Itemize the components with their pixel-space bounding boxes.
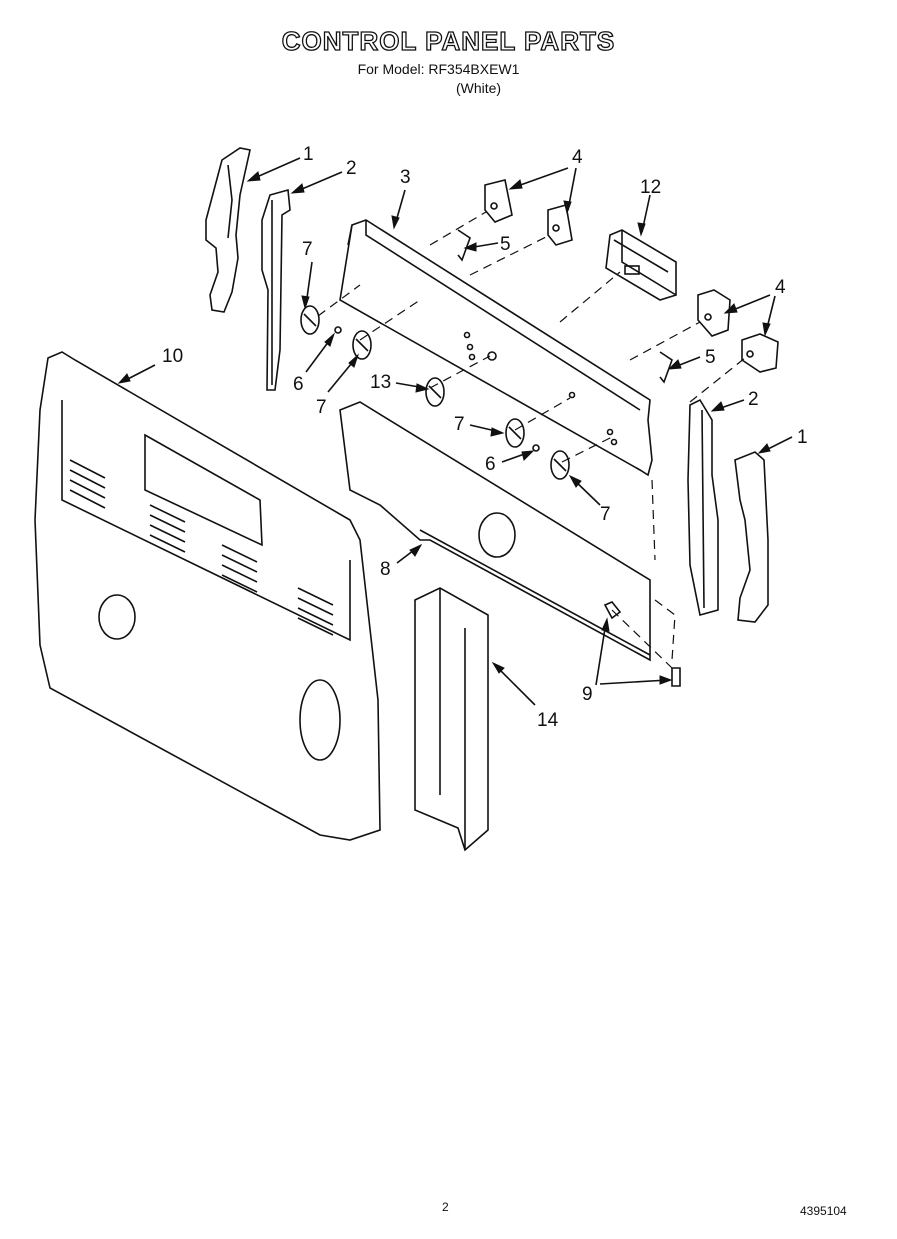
part-2-right-bracket <box>687 398 719 617</box>
callout-14: 14 <box>537 710 559 731</box>
part-13-knob <box>425 377 445 407</box>
part-2-left-bracket <box>261 188 291 391</box>
callout-2-left: 2 <box>346 158 357 179</box>
document-number: 4395104 <box>800 1204 847 1218</box>
callout-7-c: 7 <box>454 414 465 435</box>
callout-12: 12 <box>640 177 661 198</box>
model-line: For Model: RF354BXEW1 <box>357 61 520 77</box>
part-7-knob-a <box>300 305 320 335</box>
callout-5-a: 5 <box>500 234 511 255</box>
part-3-control-panel <box>339 219 653 477</box>
callout-4-c: 4 <box>775 277 786 298</box>
page-number: 2 <box>442 1200 449 1214</box>
callout-3: 3 <box>400 167 411 188</box>
part-4-switch-a <box>484 179 513 223</box>
callout-8: 8 <box>380 559 391 580</box>
part-7-knob-b <box>352 330 372 360</box>
part-1-left-end-cap <box>205 147 251 313</box>
part-6-spring-b <box>532 444 540 452</box>
part-7-knob-c <box>505 418 525 448</box>
callout-7-b: 7 <box>316 397 327 418</box>
page-title: CONTROL PANEL PARTS <box>281 25 616 56</box>
part-5-wire-b <box>659 351 673 384</box>
part-4-switch-c <box>697 289 731 337</box>
part-14-bracket <box>414 587 489 852</box>
callout-7-d: 7 <box>600 504 611 525</box>
callout-10: 10 <box>162 346 183 367</box>
part-8-panel-rear <box>339 401 651 662</box>
part-9-screw-b <box>671 667 681 687</box>
callout-labels: 1 2 3 4 4 5 12 7 6 7 13 7 6 7 4 5 2 1 10… <box>162 144 808 731</box>
part-4-switch-b <box>547 203 573 246</box>
part-4-switch-d <box>741 333 779 373</box>
color-line: (White) <box>455 80 502 96</box>
callout-1-right: 1 <box>797 427 808 448</box>
part-12-clock-module <box>605 229 677 301</box>
callout-9: 9 <box>582 684 593 705</box>
assembly-lines <box>317 211 746 669</box>
callout-6-a: 6 <box>293 374 304 395</box>
callout-4-a: 4 <box>572 147 583 168</box>
part-7-knob-d <box>550 450 570 480</box>
part-1-right-end-cap <box>734 451 769 623</box>
callout-7-a: 7 <box>302 239 313 260</box>
part-6-spring-a <box>334 326 342 334</box>
callout-2-right: 2 <box>748 389 759 410</box>
callout-1-left: 1 <box>303 144 314 165</box>
callout-5-b: 5 <box>705 347 716 368</box>
callout-13: 13 <box>370 372 391 393</box>
part-10-back-panel <box>34 351 381 841</box>
part-5-wire-a <box>457 229 471 262</box>
leader-lines <box>117 157 793 706</box>
callout-6-b: 6 <box>485 454 496 475</box>
